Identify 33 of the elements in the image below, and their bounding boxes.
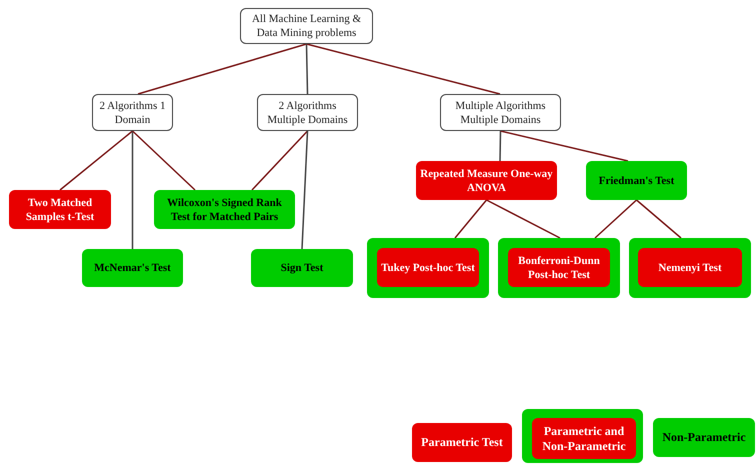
- parametric-test-box: Tukey Post-hoc Test: [377, 248, 479, 287]
- non-parametric-test-box: Wilcoxon's Signed Rank Test for Matched Pairs: [154, 190, 295, 229]
- connector-line: [301, 130, 308, 250]
- connector-line: [132, 131, 134, 249]
- legend-text: Parametric and Non-Parametric: [532, 418, 636, 459]
- connector-line: [500, 130, 628, 162]
- parametric-test-box: Nemenyi Test: [638, 248, 742, 287]
- non-parametric-test-box: Friedman's Test: [586, 161, 687, 200]
- mixed-test-group-box: [498, 238, 620, 298]
- connector-line: [306, 43, 500, 95]
- parametric-test-box: Repeated Measure One-way ANOVA: [416, 161, 557, 200]
- connector-line: [636, 199, 682, 239]
- connector-line: [306, 44, 308, 94]
- category-box: All Machine Learning & Data Mining problems: [240, 8, 373, 44]
- non-parametric-test-box: McNemar's Test: [82, 249, 183, 287]
- connector-line: [251, 130, 308, 191]
- category-box: Multiple Algorithms Multiple Domains: [440, 94, 561, 131]
- mixed-test-group-box: [629, 238, 751, 298]
- legend-swatch: Parametric Test: [412, 423, 512, 462]
- connector-line: [132, 130, 196, 191]
- connector-line: [486, 199, 560, 239]
- connector-line: [499, 130, 502, 162]
- parametric-test-box: Bonferroni-Dunn Post-hoc Test: [508, 248, 610, 287]
- connector-line: [138, 43, 307, 95]
- connector-line: [594, 199, 637, 239]
- non-parametric-test-box: Sign Test: [251, 249, 353, 287]
- mixed-test-group-box: [367, 238, 489, 298]
- category-box: 2 Algorithms 1 Domain: [92, 94, 173, 131]
- category-box: 2 Algorithms Multiple Domains: [257, 94, 358, 131]
- connector-line: [60, 130, 133, 191]
- parametric-test-box: Two Matched Samples t-Test: [9, 190, 111, 229]
- legend-swatch: Non-Parametric: [653, 418, 755, 457]
- connector-line: [454, 200, 488, 238]
